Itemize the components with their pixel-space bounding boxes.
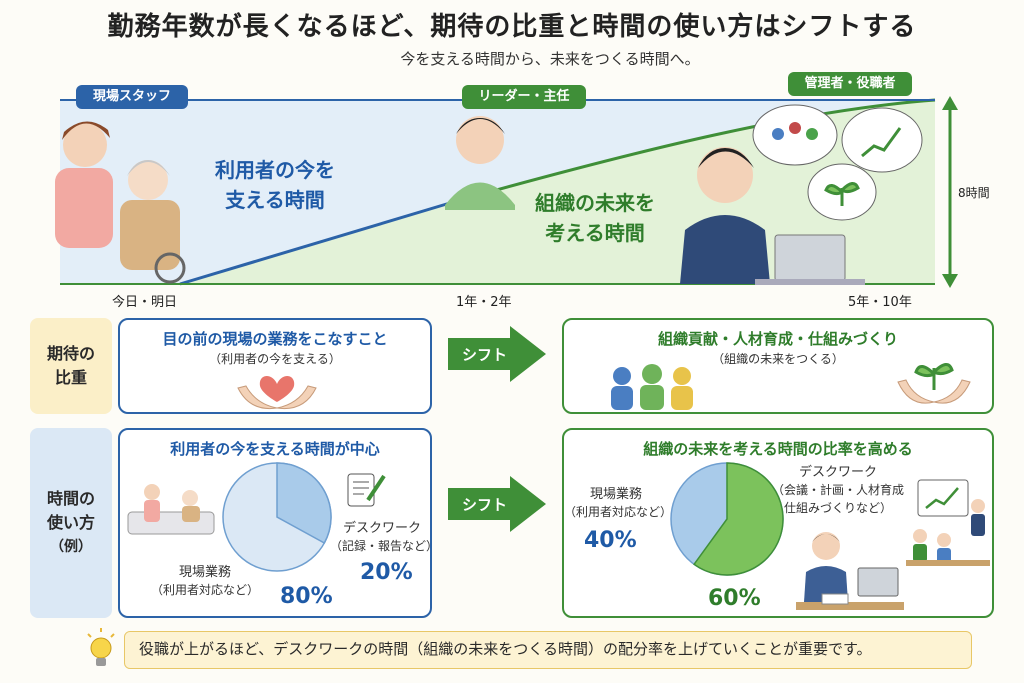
time-usage-side-line-2: 使い方 (46, 513, 95, 532)
time-usage-side-line-3: （例） (50, 539, 92, 555)
right-desk-sub-1: （会議・計画・人材育成 (771, 483, 904, 497)
staff-illustration-icon (55, 121, 186, 284)
left-field-sub: （利用者対応など） (150, 583, 259, 597)
expectation-right-panel: 組織貢献・人材育成・仕組みづくり （組織の未来をつくる） (562, 318, 994, 414)
blue-zone-label: 利用者の今を 支える時間 (195, 155, 355, 215)
expectation-right-title: 組織貢献・人材育成・仕組みづくり (657, 330, 898, 348)
right-pie-desk-slice (693, 462, 784, 576)
time-label-1-2-years: 1年・2年 (456, 295, 512, 310)
expectation-left-panel: 目の前の現場の業務をこなすこと （利用者の今を支える） (118, 318, 432, 414)
time-usage-side-line-1: 時間の (46, 489, 95, 508)
time-right-title: 組織の未来を考える時間の比率を高める (643, 440, 913, 458)
right-desk-label: デスクワーク (798, 465, 877, 480)
hours-arrow-head-bottom (942, 274, 958, 288)
clipboard-pen-icon (347, 473, 386, 507)
hours-arrow-head-top (942, 96, 958, 110)
role-badge-leader: リーダー・主任 (462, 85, 586, 109)
sprout-hands-icon (897, 363, 971, 404)
right-field-label: 現場業務 (589, 487, 642, 502)
blue-zone-line-2: 支える時間 (225, 188, 325, 212)
thought-bubble-growth-chart-icon (841, 107, 923, 173)
left-field-pct: 80% (280, 584, 333, 609)
time-right-panel: 組織の未来を考える時間の比率を高める 現場業務 （利用者対応など） 40% 60… (562, 428, 994, 618)
lightbulb-icon (87, 628, 115, 666)
green-zone-line-1: 組織の未来を (535, 191, 655, 215)
team-people-icon (611, 364, 693, 410)
right-desk-sub-2: 仕組みづくりなど） (783, 501, 892, 515)
time-label-5-10-years: 5年・10年 (848, 295, 912, 310)
shift-arrow-bottom-label: シフト (462, 496, 508, 514)
manager-illustration-icon (680, 147, 865, 285)
right-field-pct: 40% (584, 528, 637, 553)
footer-note: 役職が上がるほど、デスクワークの時間（組織の未来をつくる時間）の配分率を上げてい… (124, 631, 972, 669)
expectation-left-title: 目の前の現場の業務をこなすこと (162, 330, 388, 348)
page-title: 勤務年数が長くなるほど、期待の比重と時間の使い方はシフトする (107, 12, 917, 42)
meeting-presentation-icon (906, 479, 990, 566)
timeline-diagram (55, 96, 958, 288)
role-badge-manager: 管理者・役職者 (788, 72, 912, 96)
left-field-label: 現場業務 (178, 565, 231, 580)
hours-label: 8時間 (958, 186, 990, 200)
right-pie-chart (670, 462, 784, 576)
caregiver-bed-icon (127, 484, 215, 535)
time-left-panel: 利用者の今を支える時間が中心 デスクワーク （記録・報告など） 20% 現場業務… (118, 428, 439, 618)
left-desk-pct: 20% (360, 560, 413, 585)
left-pie-desk-slice (276, 462, 332, 545)
time-usage-side-label: 時間の 使い方 （例） (30, 428, 112, 618)
page-subtitle: 今を支える時間から、未来をつくる時間へ。 (400, 50, 700, 68)
right-field-sub: （利用者対応など） (564, 505, 673, 519)
shift-arrow-top (448, 326, 546, 382)
expectation-right-sub: （組織の未来をつくる） (712, 352, 844, 366)
blue-diagonal (179, 198, 461, 286)
green-curve (459, 98, 936, 202)
leader-illustration-icon (445, 116, 515, 210)
right-desk-pct: 60% (708, 586, 761, 611)
left-pie-chart (222, 462, 332, 572)
left-desk-sub: （記録・報告など） (330, 539, 439, 553)
shift-arrow-top-label: シフト (462, 346, 508, 364)
green-zone-line-2: 考える時間 (545, 221, 645, 245)
left-desk-label: デスクワーク (342, 521, 421, 536)
thought-bubble-team-icon (752, 104, 838, 166)
expectation-side-label: 期待の 比重 (30, 318, 112, 414)
role-badge-staff: 現場スタッフ (76, 85, 188, 109)
blue-zone-line-1: 利用者の今を (215, 158, 335, 182)
heart-hands-icon (237, 375, 317, 410)
expectation-side-line-1: 期待の (46, 344, 95, 363)
time-label-today: 今日・明日 (112, 295, 178, 310)
green-zone-label: 組織の未来を 考える時間 (515, 188, 675, 248)
time-left-title: 利用者の今を支える時間が中心 (170, 440, 380, 458)
shift-arrow-bottom (448, 476, 546, 532)
expectation-left-sub: （利用者の今を支える） (209, 352, 341, 366)
desk-worker-laptop-icon (796, 532, 904, 610)
expectation-side-line-2: 比重 (54, 368, 87, 387)
thought-bubble-sprout-icon (807, 163, 877, 221)
